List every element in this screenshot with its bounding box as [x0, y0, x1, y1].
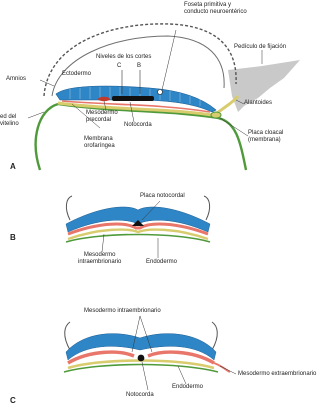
cloacal-plate — [211, 112, 221, 118]
amnion-b-right — [204, 196, 210, 220]
label-intraembryonic-mesoderm-b: Mesodermo intraembrionario — [78, 252, 121, 266]
label-allantois: Alantoides — [244, 100, 272, 107]
panel-b-cross-section — [66, 196, 210, 258]
label-connecting-stalk: Pedículo de fijación — [234, 44, 286, 51]
panel-c-cross-section — [64, 316, 236, 390]
label-level-b: B — [137, 63, 141, 70]
label-intraembryonic-mesoderm-c: Mesodermo intraembrionario — [84, 308, 161, 315]
mesoderm-extraembryonic-c — [214, 363, 230, 372]
label-level-c: C — [117, 63, 121, 70]
primitive-pit — [158, 90, 163, 95]
label-amnion: Amnios — [6, 76, 26, 83]
yolk-sac-b — [66, 235, 210, 243]
label-notochord-c: Notocorda — [126, 392, 154, 399]
label-endoderm-c: Endodermo — [172, 384, 203, 391]
label-ectoderm: Ectodermo — [62, 71, 91, 78]
label-cloacal-plate: Placa cloacal (membrana) — [248, 130, 283, 144]
label-endoderm-b: Endodermo — [146, 259, 177, 266]
notochord-c — [138, 355, 145, 362]
notochord — [112, 96, 154, 101]
amnion-b-left — [66, 196, 72, 220]
label-prechordal-mesoderm: Mesodermo precordal — [86, 110, 118, 124]
amnion-c-right — [212, 322, 217, 350]
label-section-levels: Niveles de los cortes — [96, 54, 151, 61]
panel-a-letter: A — [10, 162, 16, 171]
panel-c-letter: C — [10, 396, 16, 405]
panel-b-letter: B — [10, 233, 16, 242]
label-extraembryonic-mesoderm: Mesodermo extraembrionario — [238, 371, 316, 378]
label-yolk-sac-wall: ed del vitelino — [0, 114, 19, 128]
label-notochord-a: Notocorda — [124, 122, 152, 129]
label-primitive-pit: Foseta primitiva y conducto neuroentéric… — [184, 2, 247, 16]
label-oropharyngeal-membrane: Membrana orofaríngea — [84, 136, 115, 150]
amnion-c-left — [65, 322, 70, 350]
yolk-sac-c — [64, 365, 218, 373]
label-notochordal-plate: Placa notocordal — [140, 193, 185, 200]
panel-a-leader-lines — [28, 30, 262, 136]
prechordal-mesoderm — [98, 97, 110, 101]
